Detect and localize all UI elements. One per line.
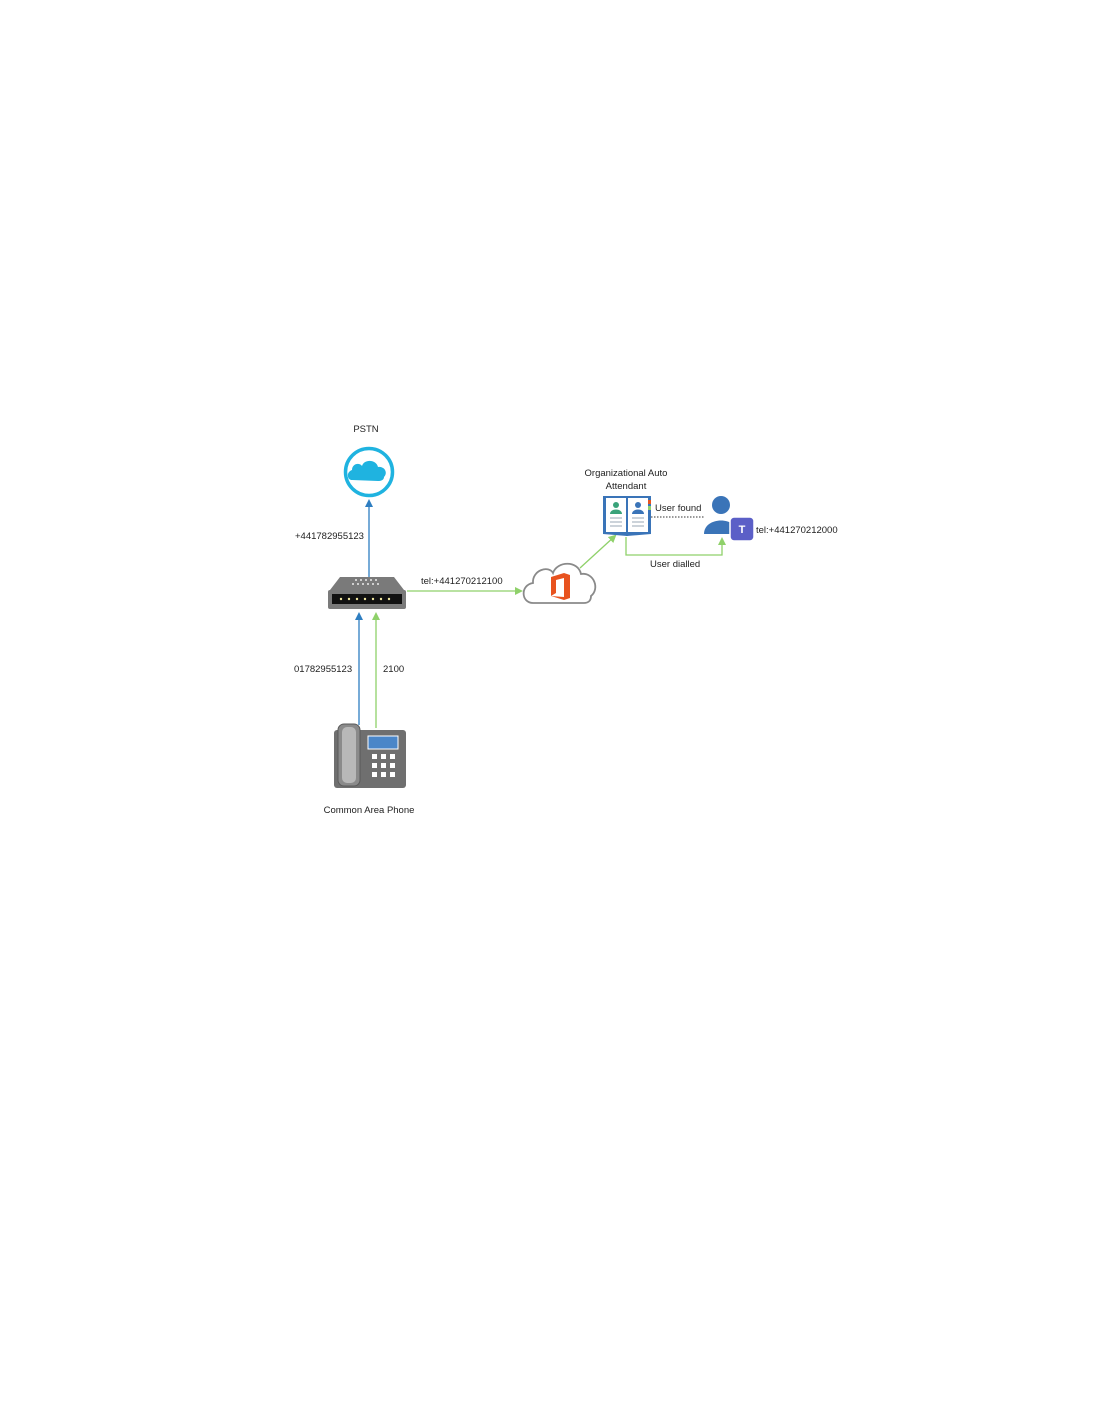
gateway-to-pstn-number: +441782955123 [295, 531, 364, 542]
auto-attendant-label-line1: Organizational Auto [584, 468, 668, 479]
phone-dialled-extension: 2100 [383, 664, 405, 675]
directory-book-icon [603, 496, 651, 536]
teams-user-icon: T [704, 496, 755, 542]
user-dialled-label: User dialled [650, 559, 701, 570]
phone-dialled-number: 01782955123 [294, 664, 353, 675]
office365-cloud-icon [522, 562, 597, 604]
user-found-label: User found [655, 503, 702, 514]
edge-cloud-to-auto-attendant [579, 534, 617, 569]
auto-attendant-label-line2: Attendant [605, 481, 647, 492]
pstn-cloud-icon [343, 446, 395, 498]
gateway-router-icon [328, 577, 406, 609]
edge-user-dialled [625, 537, 726, 556]
teams-user-uri: tel:+441270212000 [756, 525, 838, 536]
desk-phone-icon [334, 723, 406, 788]
gateway-to-cloud-uri: tel:+441270212100 [421, 576, 503, 587]
svg-text:T: T [739, 524, 746, 536]
common-area-phone-label: Common Area Phone [323, 805, 415, 816]
pstn-label: PSTN [353, 424, 379, 435]
